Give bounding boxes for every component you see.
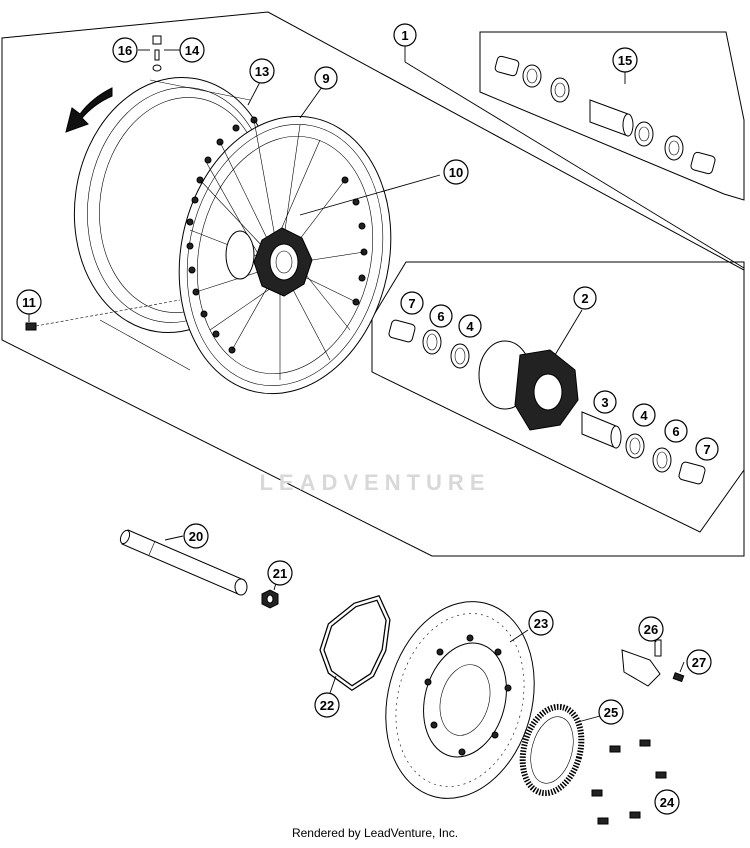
callout-26: 26 (638, 616, 664, 642)
valve-part (25, 299, 181, 331)
callout-6a: 6 (429, 304, 453, 328)
callout-20-label: 20 (189, 529, 203, 544)
callout-7b-label: 7 (703, 442, 710, 457)
callout-4a-label: 4 (466, 319, 474, 334)
callout-4a: 4 (458, 314, 482, 338)
disc-screws (591, 739, 667, 825)
callout-16-label: 16 (118, 43, 132, 58)
callout-4b-label: 4 (640, 408, 648, 423)
brake-disc (385, 601, 535, 799)
valve-cap-parts (152, 35, 162, 72)
callout-9-label: 9 (322, 71, 329, 86)
callout-6a-label: 6 (437, 309, 444, 324)
hub-assembly-outline (371, 261, 745, 533)
callout-11-label: 11 (22, 295, 36, 310)
callout-21: 21 (267, 560, 293, 586)
callout-22: 22 (314, 692, 340, 718)
spoke-nipples (186, 116, 368, 354)
wheel-speed-sensor (621, 639, 685, 687)
callout-6b-label: 6 (672, 424, 679, 439)
axle-nut (261, 589, 279, 609)
callout-1-label: 1 (401, 28, 408, 43)
callout-6b: 6 (664, 419, 688, 443)
callout-22-label: 22 (320, 698, 334, 713)
callout-10-label: 10 (449, 165, 463, 180)
callout-25-label: 25 (604, 705, 618, 720)
callout-4b: 4 (632, 403, 656, 427)
callout-3-label: 3 (601, 395, 608, 410)
callout-26-label: 26 (644, 622, 658, 637)
callout-27-label: 27 (692, 655, 706, 670)
callout-14: 14 (179, 37, 205, 63)
callout-14-label: 14 (185, 43, 200, 58)
axle-part (119, 529, 248, 596)
callout-16: 16 (112, 37, 138, 63)
callout-13: 13 (249, 58, 275, 84)
callout-20: 20 (183, 523, 209, 549)
abs-tone-ring (519, 703, 585, 797)
rotation-arrow-icon (65, 87, 113, 133)
callout-13-label: 13 (255, 64, 269, 79)
callout-25: 25 (598, 699, 624, 725)
wheel-assembly-outline (1, 11, 745, 557)
callout-24-label: 24 (660, 795, 675, 810)
bearing-kit-outline (479, 31, 745, 201)
callout-15: 15 (612, 47, 638, 73)
spacer-ring (319, 594, 391, 692)
callout-11: 11 (16, 289, 42, 315)
rear-wheel (73, 76, 392, 395)
callout-27: 27 (686, 649, 712, 675)
callout-7b: 7 (695, 437, 719, 461)
callout-7a-label: 7 (408, 296, 415, 311)
callout-7a: 7 (400, 291, 424, 315)
callout-3: 3 (593, 390, 617, 414)
hub-parts (388, 319, 706, 485)
footer-credit: Rendered by LeadVenture, Inc. (291, 826, 459, 840)
callout-2-label: 2 (581, 291, 588, 306)
callout-2: 2 (573, 286, 597, 310)
callout-15-label: 15 (618, 53, 632, 68)
callout-23: 23 (528, 610, 554, 636)
callout-1: 1 (393, 23, 417, 47)
callout-21-label: 21 (273, 566, 287, 581)
wheel-hub (225, 227, 313, 297)
callout-23-label: 23 (534, 616, 548, 631)
callout-10: 10 (443, 159, 469, 185)
callout-9: 9 (314, 66, 338, 90)
bearing-kit-parts (494, 55, 716, 175)
watermark-text: LEADVENTURE (259, 470, 491, 495)
callout-24: 24 (654, 789, 680, 815)
